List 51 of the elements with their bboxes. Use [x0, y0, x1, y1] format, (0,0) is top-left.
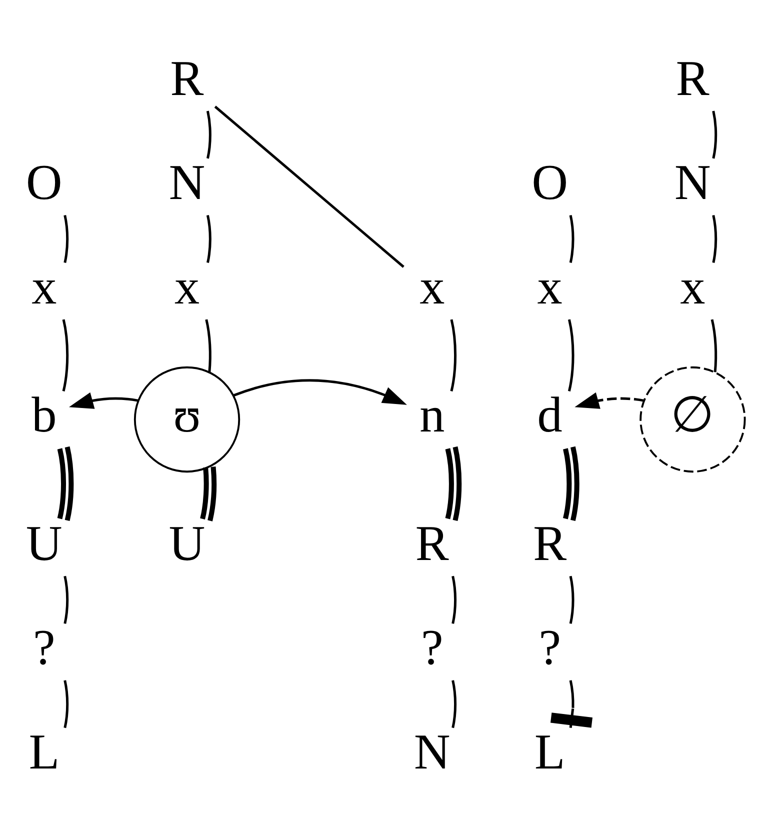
node-text: N — [414, 723, 450, 780]
node-text: N — [674, 154, 711, 210]
node-circle: ∅ — [640, 366, 746, 473]
node-circle: ʊ — [134, 366, 240, 473]
connector — [712, 214, 718, 263]
node-text: ? — [33, 619, 56, 676]
connector — [64, 214, 69, 263]
arrow — [234, 379, 407, 405]
connector — [64, 680, 69, 728]
arrow — [574, 392, 644, 409]
connector — [206, 110, 212, 159]
connector — [445, 446, 462, 521]
node-text: x — [537, 258, 562, 314]
node-text: n — [420, 386, 445, 443]
connector — [569, 214, 574, 263]
connector — [562, 446, 580, 521]
connector — [450, 319, 457, 392]
connector — [205, 319, 212, 372]
node-text: L — [28, 723, 60, 780]
node-text: x — [174, 258, 200, 314]
connector — [710, 319, 718, 372]
connector — [57, 446, 74, 521]
node-text: ? — [538, 619, 562, 676]
connector — [452, 680, 457, 728]
node-text: R — [415, 515, 449, 572]
connector — [206, 214, 212, 263]
arrow — [68, 392, 138, 409]
node-text: N — [168, 154, 206, 210]
connector — [62, 319, 69, 392]
connector — [214, 106, 404, 268]
connector — [550, 680, 592, 728]
node-text: U — [168, 515, 206, 572]
node-text: R — [676, 50, 710, 106]
node-text: ? — [420, 619, 444, 676]
node-text: b — [32, 386, 57, 443]
connector — [712, 110, 718, 159]
node-text: R — [533, 515, 567, 572]
node-text: O — [532, 154, 568, 210]
node-text: x — [420, 258, 445, 314]
connector — [569, 576, 574, 624]
connector — [568, 319, 574, 392]
node-text: d — [537, 386, 562, 443]
node-text: L — [534, 723, 566, 780]
connector — [452, 576, 457, 624]
node-text: O — [26, 154, 62, 210]
connector — [200, 466, 217, 522]
node-text: x — [680, 258, 706, 314]
connector — [64, 576, 69, 624]
node-text: U — [26, 515, 62, 572]
node-text: x — [32, 258, 57, 314]
node-text: R — [170, 50, 204, 106]
